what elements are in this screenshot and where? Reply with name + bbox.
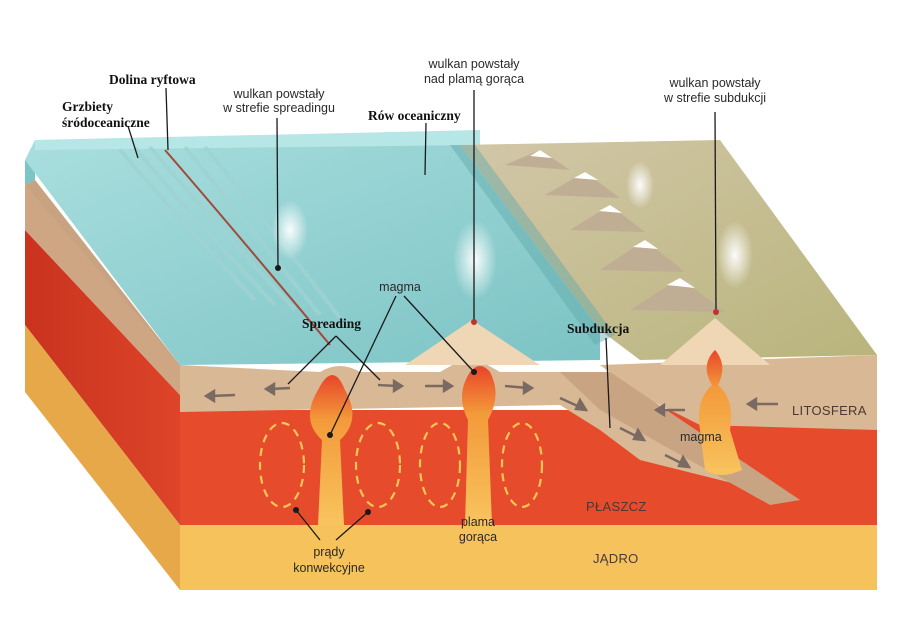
label-prady-1: prądy (313, 545, 345, 559)
smoke-land (626, 161, 654, 209)
label-row: Rów oceaniczny (368, 108, 461, 123)
left-face-mantle (25, 230, 180, 525)
convection-cells (258, 421, 544, 509)
label-wulkan-plama-1: wulkan powstały (427, 57, 520, 71)
leader-magma-left (329, 295, 397, 436)
label-plama-1: plama (461, 515, 495, 529)
dot-wulkan-plama (471, 319, 477, 325)
trench-shadow (450, 145, 615, 345)
ocean-surface (25, 140, 600, 365)
label-litosfera: LITOSFERA (792, 403, 867, 418)
label-wulkan-spreading-1: wulkan powstały (232, 87, 325, 101)
label-wulkan-subdukcja-2: w strefie subdukcji (663, 91, 766, 105)
label-grzbiety-2: śródoceaniczne (62, 115, 150, 130)
leader-spreading-left (287, 335, 337, 385)
left-face-lithosphere-band (25, 185, 180, 395)
label-dolina: Dolina ryftowa (109, 72, 196, 87)
front-core (180, 525, 877, 590)
dot-wulkan-subdukcja (713, 309, 719, 315)
dot-magma-left (327, 432, 333, 438)
spreading-plume (309, 375, 353, 525)
leader-magma-right (403, 295, 475, 373)
smoke-hotspot (453, 220, 497, 300)
leader-wulkan-spreading (276, 117, 279, 269)
label-magma-top: magma (379, 280, 421, 294)
front-lithosphere-right (600, 355, 877, 430)
label-wulkan-spreading-2: w strefie spreadingu (222, 101, 335, 115)
smoke-spreading (272, 200, 308, 260)
label-jadro: JĄDRO (593, 551, 639, 566)
leader-subdukcja (605, 337, 611, 429)
rift-valley-line (164, 149, 331, 346)
dot-prady-right (365, 509, 371, 515)
leader-row (424, 122, 427, 176)
lithosphere-arrows (203, 378, 778, 469)
leader-spreading-right (335, 335, 381, 381)
label-prady-2: konwekcyjne (293, 561, 365, 575)
label-magma-right: magma (680, 430, 722, 444)
left-face-core (25, 325, 180, 590)
mid-ocean-ridges (118, 145, 342, 320)
hotspot-volcano-cone (405, 320, 540, 365)
leader-dolina (165, 87, 169, 151)
label-wulkan-subdukcja-1: wulkan powstały (668, 76, 761, 90)
leader-wulkan-subdukcja (714, 111, 717, 313)
subduction-volcano-cone (660, 318, 770, 365)
label-subdukcja: Subdukcja (567, 321, 630, 336)
leader-prady-right (335, 511, 369, 541)
label-plama-2: gorąca (459, 530, 497, 544)
leader-prady-left (295, 509, 321, 541)
label-grzbiety-1: Grzbiety (62, 99, 113, 114)
leader-grzbiety (127, 125, 139, 159)
label-spreading: Spreading (302, 316, 361, 331)
label-plaszcz: PŁASZCZ (586, 499, 647, 514)
hotspot-plume (461, 366, 496, 525)
dot-wulkan-spreading (275, 265, 281, 271)
mountains (505, 150, 725, 312)
ocean-far-strip (35, 130, 480, 150)
smoke-subduction (717, 221, 753, 289)
subducting-slab (560, 372, 800, 505)
label-wulkan-plama-2: nad plamą gorąca (424, 72, 524, 86)
subduction-magma (698, 350, 742, 475)
dot-magma-hotspot (471, 369, 477, 375)
dot-prady-left (293, 507, 299, 513)
